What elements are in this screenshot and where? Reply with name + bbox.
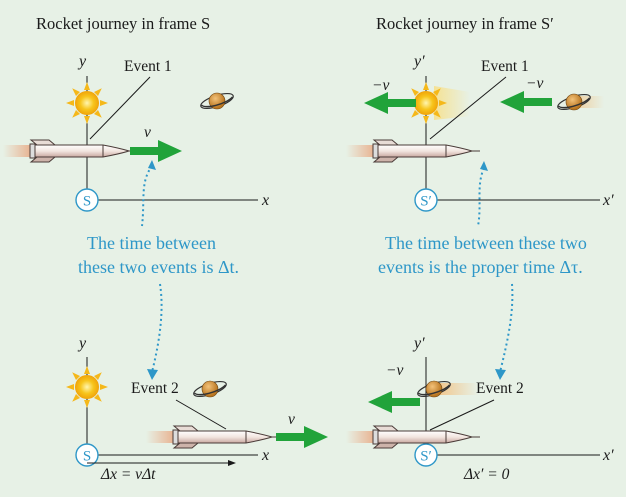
- left-event2-leader: [176, 400, 226, 429]
- velocity-arrow-icon: [500, 91, 552, 113]
- right-connector-top-head: [480, 161, 488, 171]
- rocket-icon: [346, 426, 480, 448]
- right-caption-line1: The time between these two: [385, 233, 587, 253]
- right-caption-line2: events is the proper time Δτ.: [378, 257, 583, 277]
- sun-icon: [66, 82, 108, 124]
- right-connector-bottom-head: [495, 369, 506, 380]
- planet-icon: [199, 91, 235, 112]
- velocity-arrow-icon: [130, 140, 182, 162]
- right-title: Rocket journey in frame S′: [376, 14, 554, 33]
- right-event1-label: Event 1: [481, 58, 529, 75]
- velocity-arrow-icon: [368, 391, 420, 413]
- left-connector-bottom-head: [147, 369, 158, 380]
- rocket-icon: [346, 140, 480, 162]
- left-bottom-y-label: y: [77, 335, 87, 352]
- left-connector-bottom: [152, 284, 162, 372]
- left-top-y-label: y: [77, 53, 87, 70]
- planet-icon: [556, 92, 592, 113]
- rocket-icon: [3, 140, 137, 162]
- sun-icon: [66, 366, 108, 408]
- frame-s-label-top: S: [83, 194, 91, 210]
- right-top-x-label: x′: [602, 192, 614, 209]
- left-connector-top: [142, 166, 152, 226]
- frame-sprime-label-bottom: S′: [420, 449, 432, 465]
- left-connector-top-head: [148, 160, 156, 170]
- left-top-x-label: x: [261, 192, 269, 209]
- velocity-arrow-icon: [364, 92, 416, 114]
- right-connector-bottom: [500, 284, 512, 372]
- right-event2-leader: [430, 400, 494, 430]
- left-velocity-label: v: [144, 124, 151, 141]
- right-displacement-label: Δx′ = 0: [463, 466, 510, 483]
- displacement-arrow-head: [228, 460, 236, 466]
- right-event2-label: Event 2: [476, 380, 524, 397]
- velocity-arrow-icon: [276, 426, 328, 448]
- left-caption-line1: The time between: [87, 233, 216, 253]
- right-top-y-label: y′: [412, 53, 425, 70]
- frame-s-label-bottom: S: [83, 449, 91, 465]
- left-event1-label: Event 1: [124, 58, 172, 75]
- right-connector-top: [478, 168, 484, 226]
- planet-icon: [192, 379, 228, 400]
- rocket-icon: [146, 426, 280, 448]
- planet-icon: [416, 379, 452, 400]
- left-event2-label: Event 2: [131, 380, 179, 397]
- left-velocity-label-2: v: [288, 411, 295, 428]
- left-event1-leader: [90, 77, 150, 139]
- right-bottom-x-label: x′: [602, 447, 614, 464]
- right-planet2-velocity-label: −v: [386, 362, 403, 379]
- left-displacement-label: Δx = vΔt: [100, 466, 156, 483]
- right-sun-velocity-label: −v: [372, 77, 389, 94]
- left-caption-line2: these two events is Δt.: [78, 257, 239, 277]
- frame-sprime-label-top: S′: [420, 194, 432, 210]
- left-title: Rocket journey in frame S: [36, 14, 210, 33]
- right-bottom-y-label: y′: [412, 335, 425, 352]
- right-planet-velocity-label: −v: [526, 75, 543, 92]
- left-bottom-x-label: x: [261, 447, 269, 464]
